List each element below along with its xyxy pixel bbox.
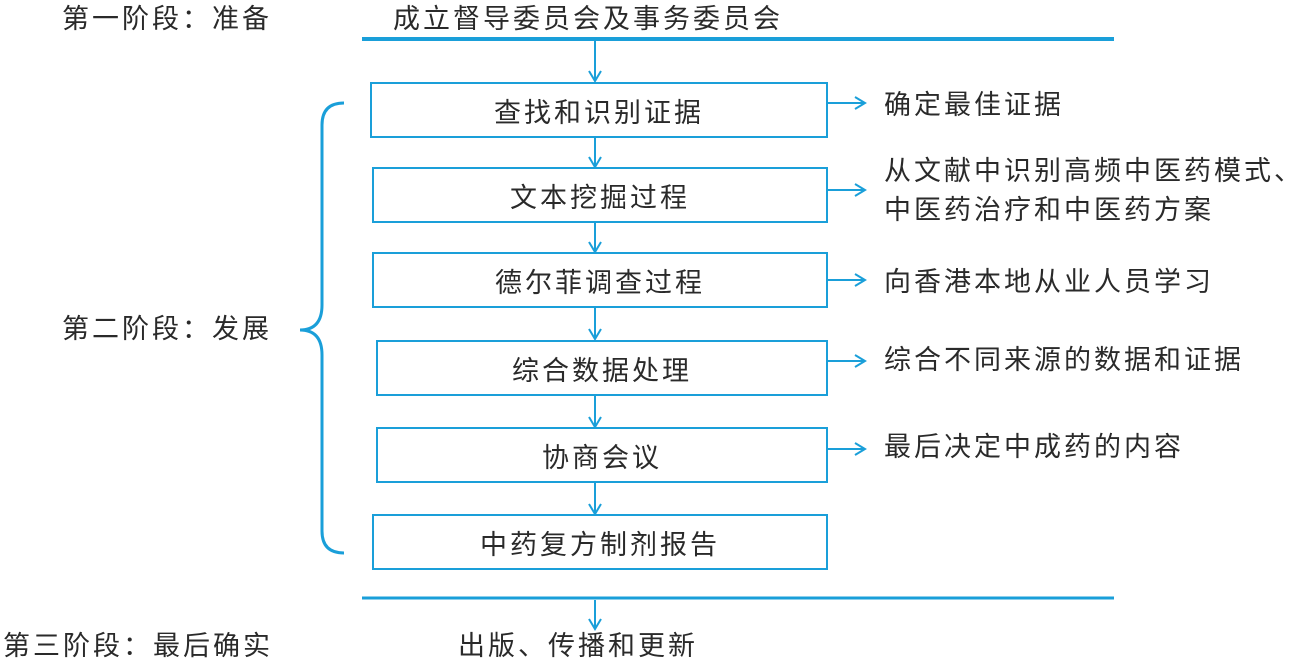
note-line: 向香港本地从业人员学习 <box>884 267 1214 298</box>
step-label: 文本挖掘过程 <box>510 182 690 214</box>
step-note-delphi-survey: 向香港本地从业人员学习 <box>884 263 1214 302</box>
stage2-brace <box>299 101 345 555</box>
step-box-consensus-meeting: 协商会议 <box>376 427 828 483</box>
step-label: 查找和识别证据 <box>494 97 704 129</box>
step-note-data-synthesis: 综合不同来源的数据和证据 <box>884 341 1244 380</box>
stage1-title: 成立督导委员会及事务委员会 <box>393 4 783 35</box>
step-label: 综合数据处理 <box>512 355 692 387</box>
note-line: 最后决定中成药的内容 <box>884 432 1184 463</box>
step-label: 协商会议 <box>542 442 662 474</box>
stage1-label: 第一阶段：准备 <box>62 4 272 35</box>
step-note-text-mining: 从文献中识别高频中医药模式、 中医药治疗和中医药方案 <box>884 152 1304 230</box>
note-line: 确定最佳证据 <box>884 90 1064 121</box>
step-box-report: 中药复方制剂报告 <box>372 514 828 570</box>
step-note-consensus-meeting: 最后决定中成药的内容 <box>884 428 1184 467</box>
note-line: 从文献中识别高频中医药模式、 <box>884 156 1304 187</box>
step-label: 德尔菲调查过程 <box>495 267 705 299</box>
step-box-delphi-survey: 德尔菲调查过程 <box>372 252 828 308</box>
stage2-label: 第二阶段：发展 <box>62 314 272 345</box>
note-line: 中医药治疗和中医药方案 <box>884 195 1214 226</box>
step-label: 中药复方制剂报告 <box>480 529 720 561</box>
stage3-label: 第三阶段：最后确实 <box>3 631 273 662</box>
step-note-find-evidence: 确定最佳证据 <box>884 86 1064 125</box>
stage3-title: 出版、传播和更新 <box>458 631 698 662</box>
step-box-text-mining: 文本挖掘过程 <box>372 167 828 223</box>
note-line: 综合不同来源的数据和证据 <box>884 345 1244 376</box>
step-box-data-synthesis: 综合数据处理 <box>376 340 828 396</box>
step-box-find-evidence: 查找和识别证据 <box>370 82 828 138</box>
